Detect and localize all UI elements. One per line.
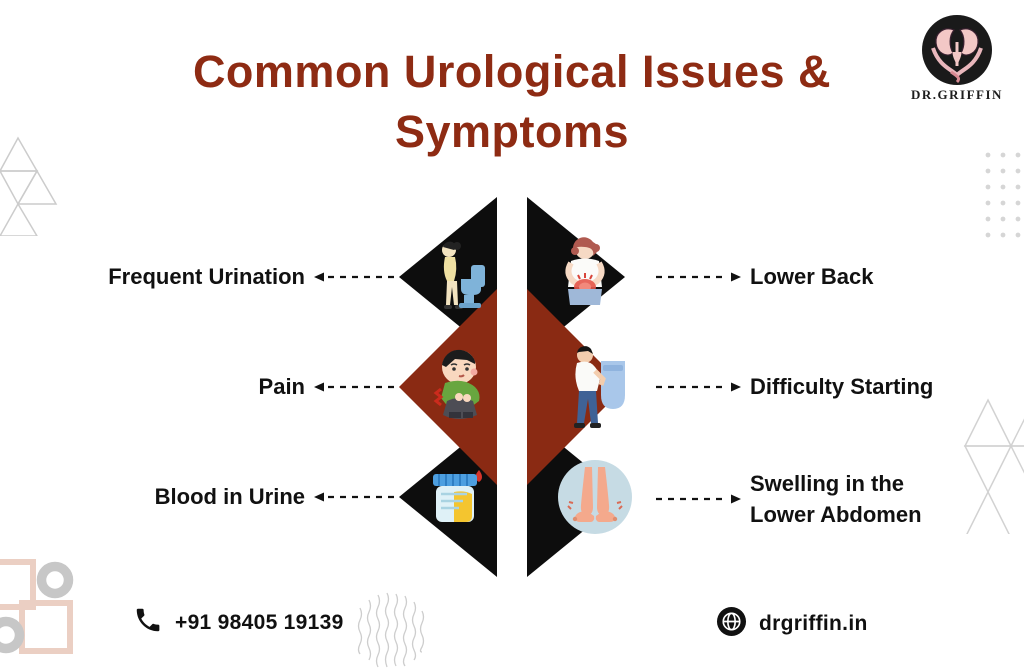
dashed-arrow-right-3	[656, 493, 741, 505]
dashed-arrow-left-3	[314, 491, 399, 503]
lower-back-pain-icon	[553, 235, 617, 315]
abdominal-pain-icon	[419, 345, 495, 431]
label-frequent-urination: Frequent Urination	[108, 264, 305, 289]
urinal-difficulty-icon	[555, 343, 635, 433]
decor-dot-grid-right	[982, 150, 1024, 242]
label-difficulty-starting: Difficulty Starting	[750, 374, 934, 399]
title-line-2: Symptoms	[394, 106, 630, 157]
frequent-urination-icon	[431, 237, 493, 317]
label-pain: Pain	[258, 374, 305, 399]
right-shape-column	[527, 197, 632, 577]
title-line-1: Common Urological Issues &	[192, 46, 832, 97]
left-shape-column	[399, 197, 497, 577]
dashed-arrow-right-2	[656, 381, 741, 393]
dashed-arrow-left-1	[314, 271, 399, 283]
phone-contact: +91 98405 19139	[133, 605, 344, 640]
globe-icon	[716, 606, 747, 642]
swollen-feet-icon	[557, 459, 633, 535]
label-lower-back: Lower Back	[750, 264, 874, 289]
urine-sample-icon	[427, 462, 493, 528]
decor-squiggles-bottom-center	[350, 592, 430, 670]
label-swelling-lower-abdomen: Swelling in the Lower Abdomen	[750, 471, 922, 527]
brand-name: DR.GRIFFIN	[911, 87, 1003, 102]
decor-triangles-right	[952, 386, 1024, 534]
phone-number: +91 98405 19139	[175, 610, 344, 634]
label-blood-in-urine: Blood in Urine	[154, 484, 305, 509]
website-contact: drgriffin.in	[716, 606, 868, 642]
brand-logo: DR.GRIFFIN	[895, 14, 1019, 103]
phone-icon	[133, 605, 163, 640]
dashed-arrow-left-2	[314, 381, 399, 393]
website-url: drgriffin.in	[759, 612, 868, 635]
kidney-logo-icon	[921, 14, 993, 86]
decor-triangles-left	[0, 136, 62, 236]
decor-squares-dots-bottom-left	[0, 556, 112, 671]
dashed-arrow-right-1	[656, 271, 741, 283]
page-title: Common Urological Issues & Symptoms	[0, 42, 1024, 162]
